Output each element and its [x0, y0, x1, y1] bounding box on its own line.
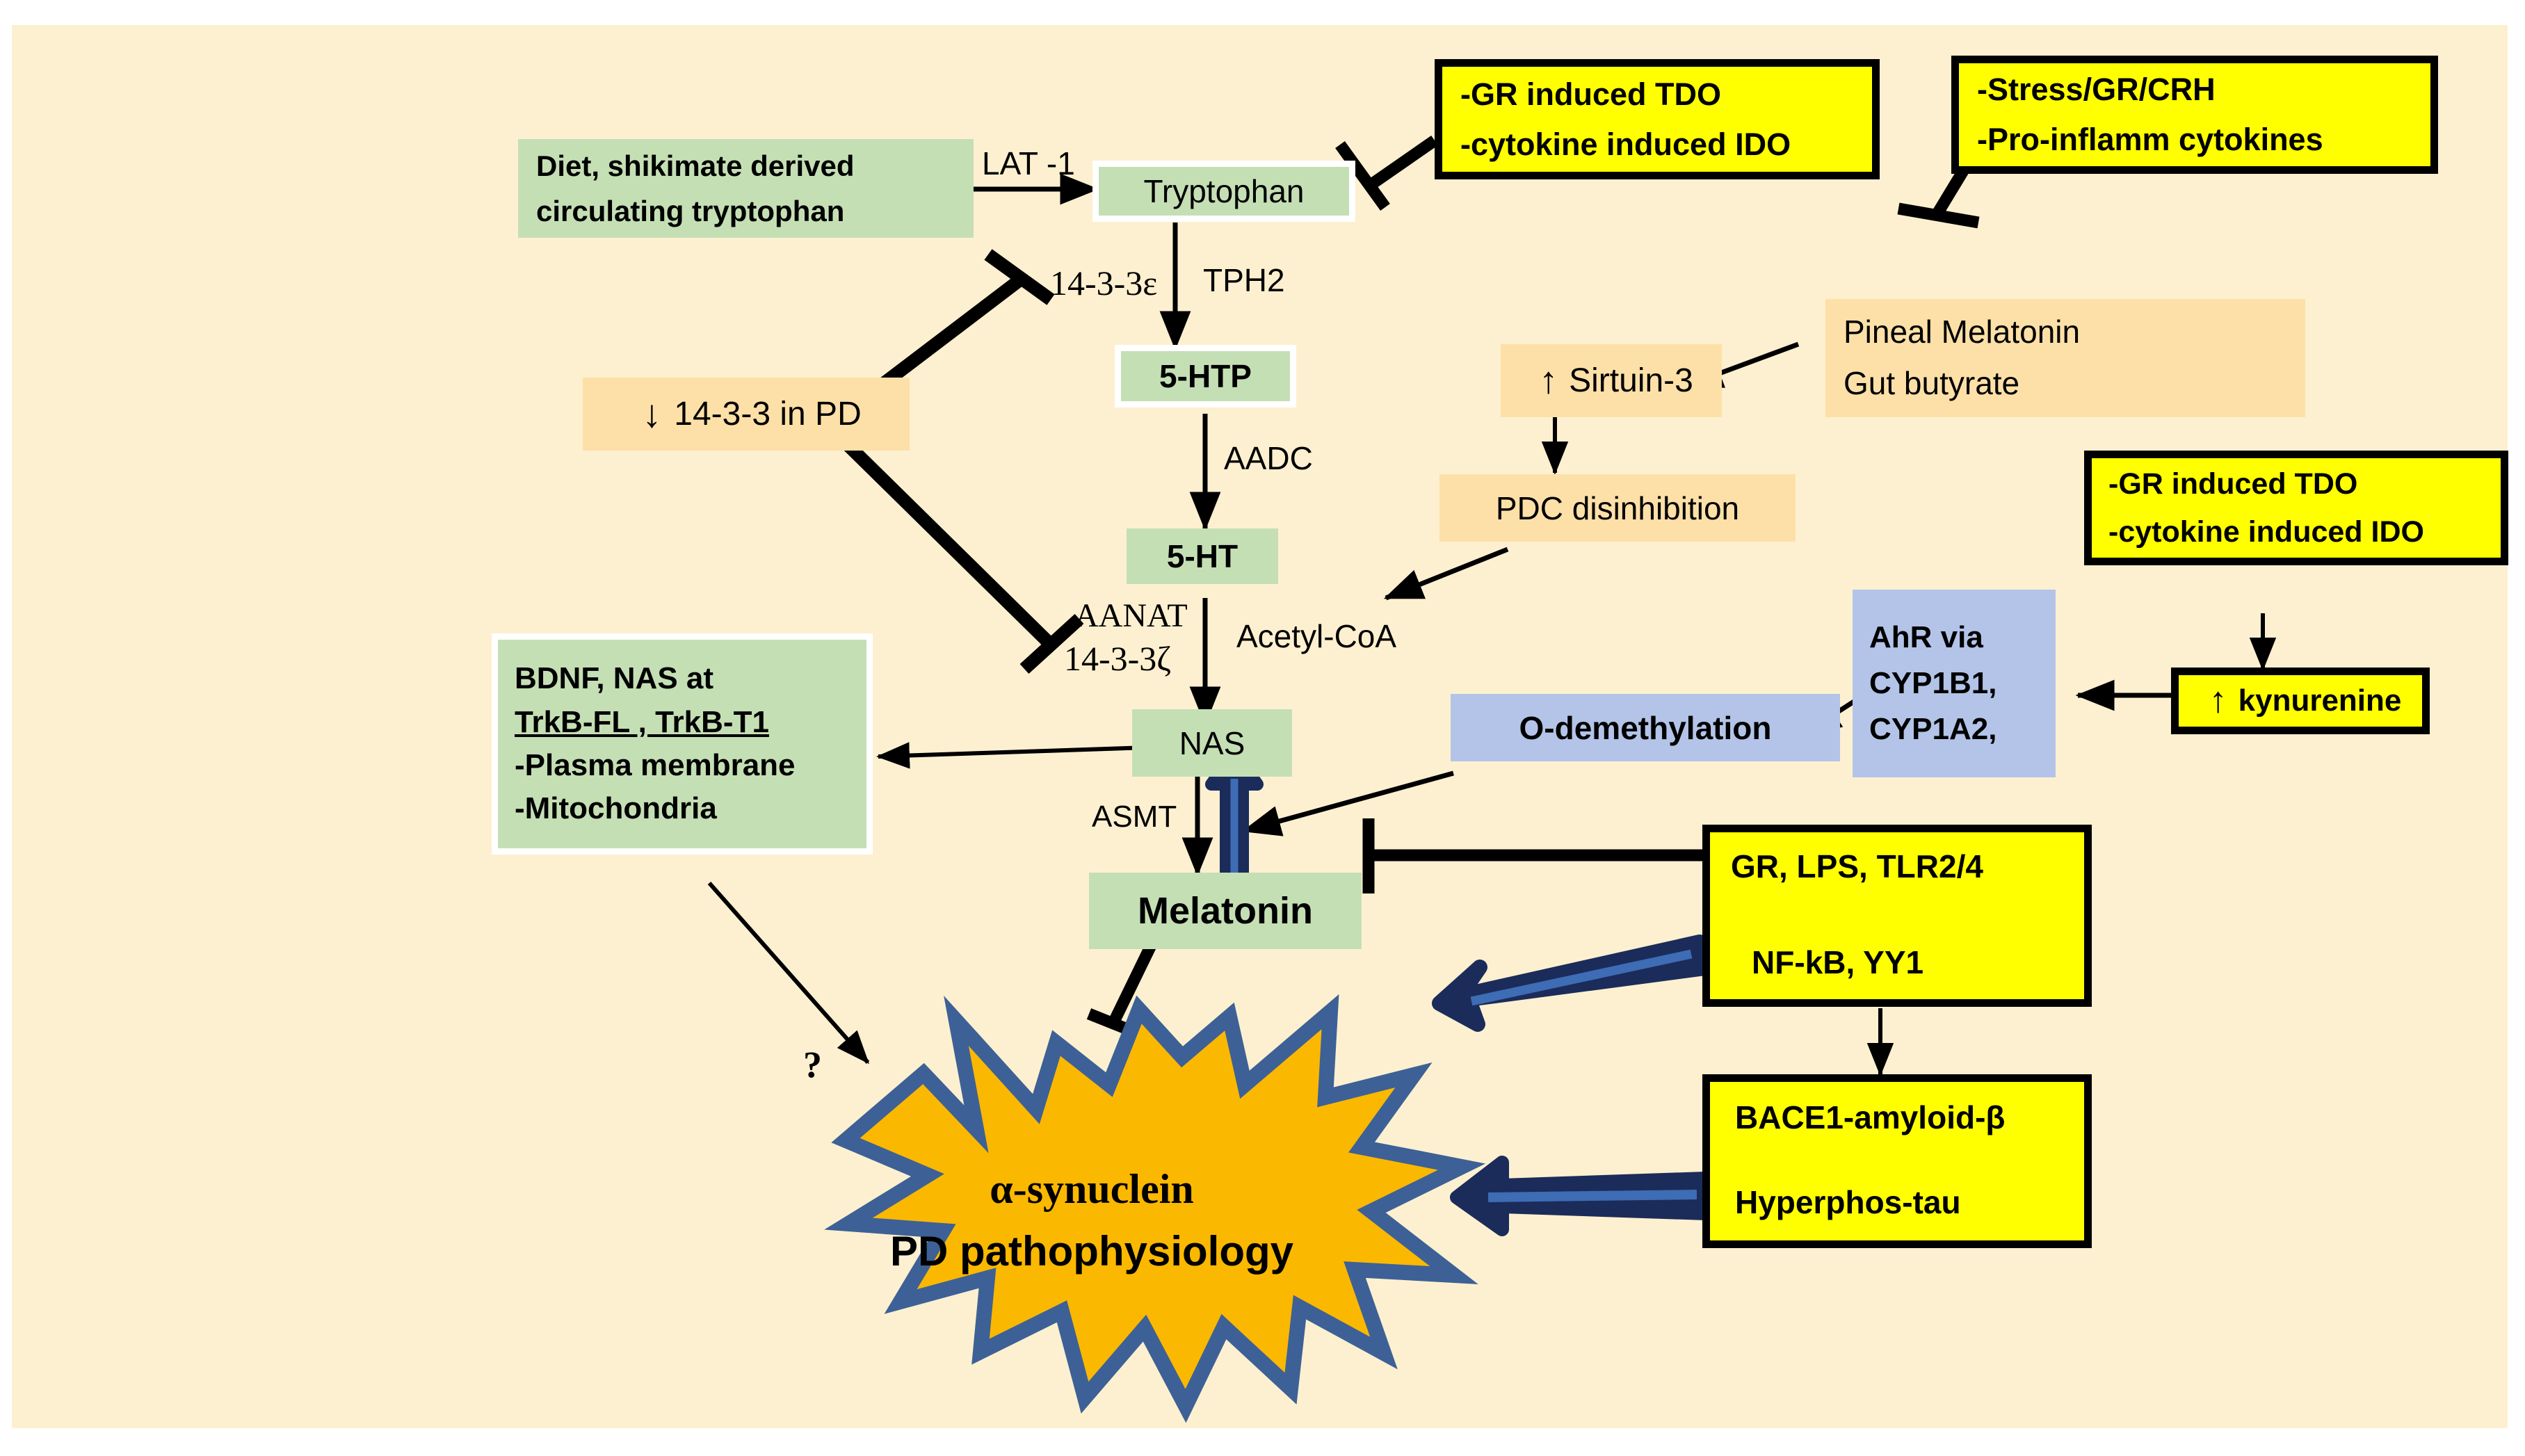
ahr-line3: CYP1A2,: [1869, 712, 1997, 746]
star-line2: PD pathophysiology: [889, 1228, 1294, 1275]
edge-label-aadc: AADC: [1224, 440, 1313, 476]
node-tdo-ido-right[interactable]: -GR induced TDO -cytokine induced IDO: [2084, 451, 2508, 565]
pdc-label: PDC disinhibition: [1495, 490, 1740, 526]
node-bdnf-nas[interactable]: BDNF, NAS at TrkB-FL , TrkB-T1 -Plasma m…: [492, 633, 873, 855]
edge-label-tph2: TPH2: [1203, 262, 1285, 298]
pineal-line2: Gut butyrate: [1844, 365, 2020, 401]
kynurenine-up-arrow-icon: ↑: [2209, 680, 2227, 721]
edge-label-14-3-3-epsilon: 14-3-3ε: [1050, 264, 1158, 302]
nas-label: NAS: [1179, 725, 1245, 761]
node-melatonin[interactable]: Melatonin: [1089, 873, 1362, 949]
tdo-ido-right-line1: -GR induced TDO: [2108, 467, 2358, 501]
kynurenine-label: kynurenine: [2238, 683, 2402, 718]
bdnf-line3: -Plasma membrane: [515, 748, 796, 782]
node-14-3-3-in-pd[interactable]: ↓ 14-3-3 in PD: [583, 378, 910, 451]
node-pineal-melatonin[interactable]: Pineal Melatonin Gut butyrate: [1825, 299, 2305, 417]
node-o-demethylation[interactable]: O-demethylation: [1451, 694, 1840, 761]
node-diet-tryptophan[interactable]: Diet, shikimate derived circulating tryp…: [518, 139, 974, 238]
node-tryptophan[interactable]: Tryptophan: [1092, 161, 1355, 222]
melatonin-label: Melatonin: [1138, 890, 1313, 932]
node-5htp[interactable]: 5-HTP: [1115, 345, 1296, 407]
node-nfkb[interactable]: GR, LPS, TLR2/4 NF-kB, YY1: [1702, 825, 2092, 1007]
edge-label-question-mark: ?: [803, 1044, 822, 1085]
edge-label-14-3-3-zeta: 14-3-3ζ: [1064, 639, 1172, 678]
tdo-ido-top-line1: -GR induced TDO: [1460, 76, 1721, 112]
pineal-line1: Pineal Melatonin: [1844, 314, 2081, 350]
node-bace1[interactable]: BACE1-amyloid-β Hyperphos-tau: [1702, 1074, 2092, 1248]
node-stress-crh[interactable]: -Stress/GR/CRH -Pro-inflamm cytokines: [1951, 56, 2438, 174]
diet-line1: Diet, shikimate derived: [536, 149, 855, 182]
sirtuin3-label: Sirtuin-3: [1569, 362, 1693, 399]
node-5ht[interactable]: 5-HT: [1127, 528, 1278, 584]
tdo-ido-right-line2: -cytokine induced IDO: [2108, 515, 2424, 549]
ahr-line2: CYP1B1,: [1869, 666, 1997, 700]
ahr-line1: AhR via: [1869, 620, 1983, 654]
tryptophan-label: Tryptophan: [1143, 173, 1305, 209]
node-sirtuin3[interactable]: ↑ Sirtuin-3: [1501, 344, 1722, 417]
edge-label-acetyl-coa: Acetyl-CoA: [1236, 618, 1397, 654]
node-ahr[interactable]: AhR via CYP1B1, CYP1A2,: [1853, 590, 2056, 777]
up-arrow-icon: ↑: [1539, 359, 1558, 401]
bdnf-line4: -Mitochondria: [515, 791, 717, 826]
stress-crh-line1: -Stress/GR/CRH: [1977, 72, 2216, 107]
node-star-text[interactable]: α-synuclein PD pathophysiology: [828, 1154, 1356, 1286]
node-nas[interactable]: NAS: [1132, 709, 1292, 777]
star-line1: α-synuclein: [990, 1166, 1194, 1212]
node-pdc-disinhibition[interactable]: PDC disinhibition: [1439, 474, 1796, 542]
edge-label-asmt: ASMT: [1092, 800, 1177, 834]
down-arrow-icon: ↓: [642, 391, 662, 436]
htp5-label: 5-HTP: [1159, 358, 1252, 394]
node-kynurenine[interactable]: ↑ kynurenine: [2171, 668, 2430, 734]
nfkb-line2: NF-kB, YY1: [1752, 944, 1924, 980]
nfkb-line1: GR, LPS, TLR2/4: [1731, 848, 1983, 884]
bace1-line2: Hyperphos-tau: [1735, 1184, 1961, 1220]
edge-label-aanat: AANAT: [1074, 597, 1188, 634]
bdnf-line2: TrkB-FL , TrkB-T1: [515, 704, 769, 739]
edge-label-lat1: LAT -1: [982, 145, 1075, 181]
odemethylation-label: O-demethylation: [1519, 709, 1772, 746]
ht5-label: 5-HT: [1166, 538, 1239, 574]
stress-crh-line2: -Pro-inflamm cytokines: [1977, 122, 2323, 157]
diet-line2: circulating tryptophan: [536, 195, 845, 227]
ptn-14-3-3-label: 14-3-3 in PD: [674, 396, 862, 432]
node-tdo-ido-top[interactable]: -GR induced TDO -cytokine induced IDO: [1435, 59, 1880, 179]
bace1-line1: BACE1-amyloid-β: [1735, 1099, 2006, 1135]
tdo-ido-top-line2: -cytokine induced IDO: [1460, 126, 1791, 162]
bdnf-line1: BDNF, NAS at: [515, 661, 714, 696]
